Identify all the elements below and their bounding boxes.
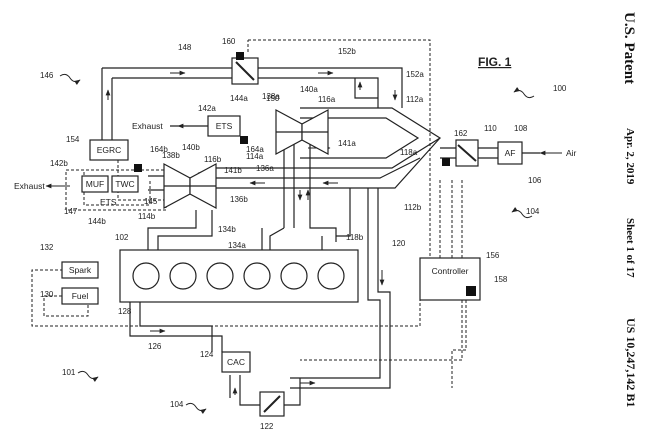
ref-148: 148	[178, 43, 192, 52]
ref-114a: 114a	[246, 152, 264, 161]
ref-124: 124	[200, 350, 214, 359]
ref-122: 122	[260, 422, 274, 431]
ref-118b: 118b	[346, 233, 364, 242]
ref-144a: 144a	[230, 94, 248, 103]
ref-106: 106	[528, 176, 542, 185]
ref-100: 100	[553, 84, 567, 93]
ref-142a: 142a	[198, 104, 216, 113]
air-label: Air	[566, 148, 577, 158]
ets-top-label: ETS	[216, 121, 233, 131]
ref-140a: 140a	[300, 85, 318, 94]
controller-box: Controller	[419, 257, 481, 301]
ref-158: 158	[494, 275, 508, 284]
spark-box: Spark	[61, 261, 99, 279]
spark-label: Spark	[69, 265, 92, 275]
ref-164b: 164b	[150, 145, 168, 154]
control-lines	[31, 39, 467, 388]
ref-156: 156	[486, 251, 500, 260]
ref-138b: 138b	[162, 151, 180, 160]
ref-104a: 104	[526, 207, 540, 216]
ref-141a: 141a	[338, 139, 356, 148]
ref-152b: 152b	[338, 47, 356, 56]
ref-138a: 138a	[262, 92, 280, 101]
cylinder	[243, 262, 271, 290]
patent-date: Apr. 2, 2019	[624, 128, 636, 185]
controller-label: Controller	[432, 266, 469, 276]
ref-144b: 144b	[88, 217, 106, 226]
ref-110: 110	[484, 124, 497, 133]
egrc-label: EGRC	[97, 145, 122, 155]
cylinder	[280, 262, 308, 290]
ref-147: 147	[64, 207, 78, 216]
valve-162	[442, 139, 479, 167]
sheet-number: Sheet 1 of 17	[624, 218, 636, 278]
ref-162: 162	[454, 129, 468, 138]
ref-132: 132	[40, 243, 54, 252]
ref-142b: 142b	[50, 159, 68, 168]
af-label: AF	[505, 148, 516, 158]
muf-label: MUF	[86, 179, 104, 189]
ref-134a: 134a	[228, 241, 246, 250]
reference-numerals: 100 101 102 104 104 106 108 110 112a 112…	[40, 37, 567, 431]
ref-112b: 112b	[404, 203, 422, 212]
ref-141b: 141b	[224, 166, 242, 175]
memory-158	[466, 286, 476, 296]
flow-arrows	[45, 70, 562, 395]
cylinder	[317, 262, 345, 290]
ref-160: 160	[222, 37, 236, 46]
valve-160	[231, 52, 259, 85]
ref-112a: 112a	[406, 95, 424, 104]
ref-120: 120	[392, 239, 406, 248]
ref-136b: 136b	[230, 195, 248, 204]
cac-label: CAC	[227, 357, 245, 367]
cylinder	[169, 262, 197, 290]
ref-108: 108	[514, 124, 528, 133]
ref-104b: 104	[170, 400, 184, 409]
cylinder	[132, 262, 160, 290]
sensor-164b	[134, 164, 142, 172]
fuel-label: Fuel	[72, 291, 89, 301]
af-box: AF	[497, 141, 523, 165]
ref-136a: 136a	[256, 164, 274, 173]
turbocharger-116a	[275, 108, 329, 156]
patent-label: U.S. Patent	[621, 12, 637, 84]
ref-128: 128	[118, 307, 132, 316]
fuel-box: Fuel	[61, 287, 99, 305]
ref-140b: 140b	[182, 143, 200, 152]
patent-number: US 10,247,142 B1	[624, 318, 638, 407]
cylinders	[132, 262, 345, 290]
ref-118a: 118a	[400, 148, 418, 157]
ets-group: MUF TWC ETS	[65, 164, 167, 211]
turbocharger-116b	[163, 162, 217, 210]
ref-164a: 164a	[246, 145, 264, 154]
ref-134b: 134b	[218, 225, 236, 234]
ref-152a: 152a	[406, 70, 424, 79]
cac-box: CAC	[221, 351, 251, 373]
valve-122	[259, 391, 285, 417]
ref-154: 154	[66, 135, 80, 144]
ref-101: 101	[62, 368, 76, 377]
exhaust-left-label: Exhaust	[14, 181, 45, 191]
engine-block	[119, 249, 359, 303]
leader-squiggles	[59, 73, 535, 414]
egrc-box: EGRC	[89, 139, 129, 161]
figure-title: FIG. 1	[478, 55, 512, 69]
ref-145: 145	[144, 197, 158, 206]
ets-top-box: ETS	[207, 115, 241, 137]
ets-bottom-label: ETS	[100, 197, 117, 207]
cylinder	[206, 262, 234, 290]
ref-102: 102	[115, 233, 129, 242]
sensor-164a	[240, 136, 248, 144]
ref-126: 126	[148, 342, 162, 351]
ref-130: 130	[40, 290, 54, 299]
ref-114b: 114b	[138, 212, 156, 221]
exhaust-top-label: Exhaust	[132, 121, 163, 131]
side-header: U.S. Patent Apr. 2, 2019 Sheet 1 of 17 U…	[621, 12, 638, 407]
ref-150: 150	[266, 94, 280, 103]
ref-116b: 116b	[204, 155, 222, 164]
ref-146: 146	[40, 71, 54, 80]
ref-116a: 116a	[318, 95, 336, 104]
twc-label: TWC	[115, 179, 134, 189]
